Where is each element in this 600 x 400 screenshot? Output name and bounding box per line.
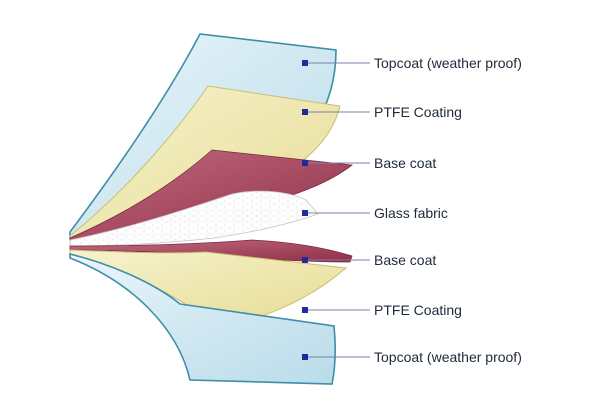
- label-basecoat-upper: Base coat: [374, 155, 437, 171]
- callout-1: [302, 60, 370, 66]
- label-ptfe-lower: PTFE Coating: [374, 302, 462, 318]
- callout-5: [302, 257, 370, 263]
- layer-topcoat-lower: [69, 252, 337, 385]
- label-topcoat-upper: Topcoat (weather proof): [374, 55, 522, 71]
- label-ptfe-upper: PTFE Coating: [374, 104, 462, 120]
- callout-4: [302, 210, 370, 216]
- label-topcoat-lower: Topcoat (weather proof): [374, 349, 522, 365]
- callout-2: [302, 109, 370, 115]
- callout-7: [302, 354, 370, 360]
- callout-3: [302, 160, 370, 166]
- label-basecoat-lower: Base coat: [374, 252, 437, 268]
- callout-6: [302, 307, 370, 313]
- layer-glass-fabric: [69, 190, 319, 247]
- label-glass-fabric: Glass fabric: [374, 205, 448, 221]
